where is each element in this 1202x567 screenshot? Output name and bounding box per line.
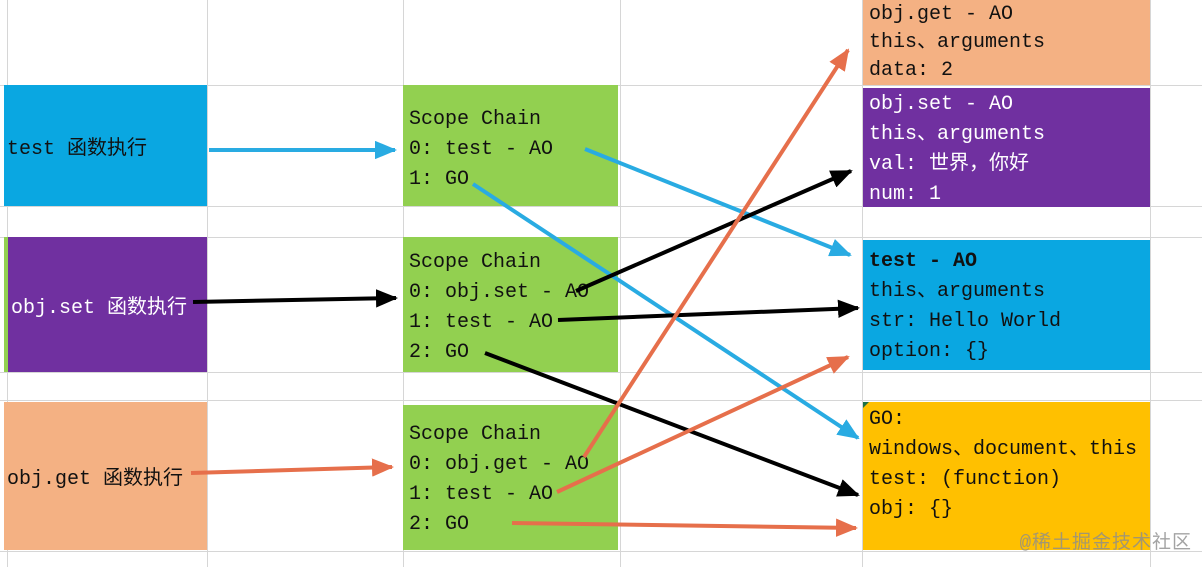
ao-line: str: Hello World (869, 310, 1062, 333)
scope-line: 2: GO (409, 341, 470, 364)
exec-box-objset: obj.set 函数执行 (4, 237, 207, 372)
ao-box-objget: obj.get - AO this、arguments data: 2 (863, 0, 1150, 85)
exec-box-test-label: test 函数执行 (7, 137, 148, 161)
scope-line: 0: test - AO (409, 138, 554, 161)
ao-line: val: 世界，你好 (869, 153, 1030, 176)
watermark: @稀土掘金技术社区 (1019, 532, 1192, 554)
scope-line: 1: test - AO (409, 483, 554, 506)
gridline-vertical (1150, 0, 1151, 567)
scope-line: Scope Chain (409, 108, 542, 131)
ao-line: this、arguments (869, 123, 1046, 146)
exec-box-objget: obj.get 函数执行 (4, 402, 207, 550)
arrow-exec-objget-to-scope-chain-3 (190, 458, 394, 477)
scope-line: Scope Chain (409, 423, 542, 446)
gridline-horizontal (0, 551, 1202, 552)
ao-box-objset: obj.set - AO this、arguments val: 世界，你好 n… (863, 88, 1150, 207)
go-line: obj: {} (869, 498, 954, 521)
ao-line: obj.set - AO (869, 93, 1014, 116)
go-line: GO: (869, 408, 906, 431)
exec-box-objget-label: obj.get 函数执行 (7, 468, 184, 491)
scope-chain-box-test: Scope Chain 0: test - AO 1: GO (403, 85, 618, 206)
scope-line: 1: test - AO (409, 311, 554, 334)
ao-line: obj.get - AO (869, 3, 1014, 26)
exec-box-objset-label: obj.set 函数执行 (11, 296, 188, 320)
ao-line: test - AO (869, 250, 978, 273)
scope-line: 0: obj.get - AO (409, 453, 590, 476)
cell-corner-marker (863, 402, 869, 408)
gridline-vertical (862, 0, 863, 567)
gridline-horizontal (0, 400, 1202, 401)
ao-box-test: test - AO this、arguments str: Hello Worl… (863, 240, 1150, 370)
ao-line: option: {} (869, 340, 990, 363)
ao-line: data: 2 (869, 59, 954, 82)
go-line: windows、document、this (869, 438, 1138, 461)
arrow-exec-objset-to-scope-chain-2 (192, 289, 398, 308)
ao-line: this、arguments (869, 31, 1046, 54)
scope-chain-box-objget: Scope Chain 0: obj.get - AO 1: test - AO… (403, 405, 618, 550)
ao-line: this、arguments (869, 280, 1046, 303)
ao-line: num: 1 (869, 183, 942, 206)
arrow-scope3-objget-ao-to-objget-ao-box (582, 48, 850, 459)
go-line: test: (function) (869, 468, 1062, 491)
scope-line: 1: GO (409, 168, 470, 191)
exec-box-test: test 函数执行 (4, 85, 207, 206)
go-box: GO: windows、document、this test: (functio… (863, 402, 1150, 550)
gridline-horizontal (0, 372, 1202, 373)
scope-line: 0: obj.set - AO (409, 281, 590, 304)
gridline-vertical (207, 0, 208, 567)
scope-chain-box-objset: Scope Chain 0: obj.set - AO 1: test - AO… (403, 237, 618, 372)
scope-line: Scope Chain (409, 251, 542, 274)
scope-line: 2: GO (409, 513, 470, 536)
arrow-scope1-test-ao-to-test-ao-box (584, 147, 852, 257)
